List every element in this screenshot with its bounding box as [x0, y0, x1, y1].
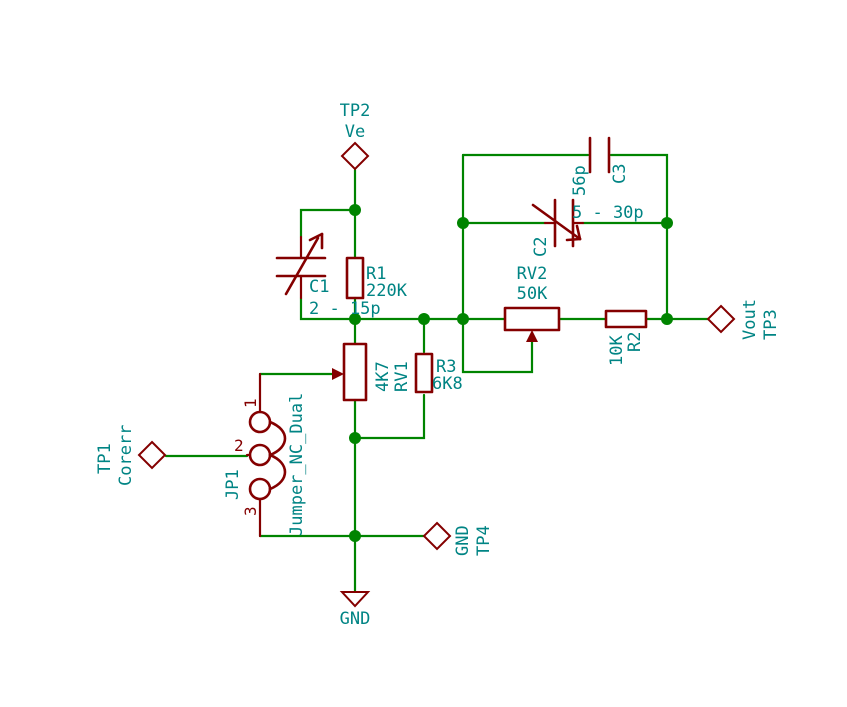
- wire-feedback-left: [461, 153, 534, 374]
- junction-dot: [661, 313, 673, 325]
- ground-label: GND: [340, 609, 371, 629]
- test-point-diamond-icon: [706, 304, 736, 334]
- rv2-ref: RV2: [517, 264, 548, 284]
- capacitor-c2[interactable]: C2 5 - 30p: [531, 198, 644, 257]
- jp1-ref: JP1: [223, 469, 243, 500]
- r3-ref: R3: [436, 357, 456, 377]
- c3-ref: C3: [610, 164, 630, 184]
- junction-dot: [418, 313, 430, 325]
- test-point-diamond-icon: [340, 141, 370, 171]
- wiper-arrow-icon: [332, 368, 344, 380]
- c3-value: 56p: [570, 165, 590, 196]
- r2-ref: R2: [625, 332, 645, 352]
- tp2-value: Ve: [345, 122, 365, 142]
- capacitor-c1[interactable]: C1 2 - 15p: [275, 232, 381, 319]
- junction-dot: [349, 313, 361, 325]
- tp1-ref: TP1: [95, 443, 115, 474]
- test-point-diamond-icon: [137, 440, 167, 470]
- tp2-ref: TP2: [340, 101, 371, 121]
- tp3-value: Vout: [740, 299, 760, 340]
- tp4-value: GND: [453, 525, 473, 556]
- junction-dot: [349, 432, 361, 444]
- ground-symbol: GND: [339, 591, 371, 629]
- wire-c1-top: [299, 208, 357, 239]
- tp3-ref: TP3: [761, 309, 781, 340]
- resistor-r1[interactable]: R1 220K: [345, 256, 408, 301]
- c1-value: 2 - 15p: [309, 299, 381, 319]
- wire-c1-bottom: [299, 296, 357, 321]
- junction-dot: [457, 313, 469, 325]
- test-point-diamond-icon: [422, 521, 452, 551]
- resistor-r3[interactable]: R3 6K8: [414, 352, 463, 394]
- r1-value: 220K: [366, 281, 408, 301]
- wire-c3-right: [609, 153, 669, 321]
- rv1-value: 4K7: [373, 361, 393, 392]
- r1-ref: R1: [366, 264, 386, 284]
- trimmer-arrow-icon: [284, 236, 320, 296]
- jp1-pin-3: 3: [241, 506, 260, 516]
- test-point-tp4[interactable]: GND TP4: [422, 521, 494, 556]
- wire-r3-bottom: [353, 393, 426, 440]
- r2-value: 10K: [607, 335, 627, 366]
- test-point-tp3[interactable]: Vout TP3: [706, 299, 781, 340]
- tp1-value: Corerr: [116, 425, 136, 486]
- capacitor-c3[interactable]: 56p C3: [570, 136, 630, 196]
- resistor-r2[interactable]: 10K R2: [604, 309, 648, 366]
- jp1-pin-1: 1: [241, 398, 260, 408]
- c2-ref: C2: [531, 237, 551, 257]
- wiper-arrow-icon: [526, 330, 538, 342]
- test-point-tp1[interactable]: TP1 Corerr: [95, 425, 167, 486]
- r3-value: 6K8: [432, 374, 463, 394]
- junction-dot: [457, 217, 469, 229]
- c2-value: 5 - 30p: [572, 203, 644, 223]
- trimmer-arrow-icon: [531, 203, 582, 241]
- tp4-ref: TP4: [474, 525, 494, 556]
- jp1-pin-2: 2: [234, 436, 244, 455]
- junction-dot: [349, 204, 361, 216]
- rv1-ref: RV1: [392, 361, 412, 392]
- rv2-value: 50K: [517, 284, 548, 304]
- test-point-tp2[interactable]: TP2 Ve: [340, 101, 371, 171]
- ground-icon: [339, 591, 371, 608]
- jp1-value: Jumper_NC_Dual: [287, 393, 307, 536]
- potentiometer-rv2[interactable]: RV2 50K: [503, 264, 561, 342]
- junctions: [349, 204, 673, 542]
- junction-dot: [349, 530, 361, 542]
- jumper-jp1[interactable]: 1 2 3 JP1 Jumper_NC_Dual: [223, 372, 307, 538]
- potentiometer-rv1[interactable]: 4K7 RV1: [332, 342, 412, 402]
- junction-dot: [661, 217, 673, 229]
- c1-ref: C1: [309, 277, 329, 297]
